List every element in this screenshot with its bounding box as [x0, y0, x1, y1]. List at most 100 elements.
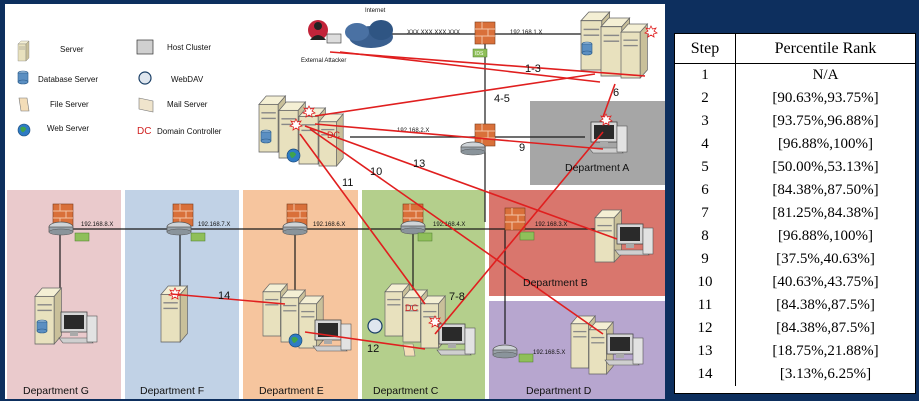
- step-cell: 11: [675, 294, 736, 317]
- table-row: 9 [37.5%,40.63%]: [675, 248, 915, 271]
- department-c-switch-icon: [400, 220, 426, 235]
- step-label-6: 6: [613, 87, 619, 99]
- step-label-14: 14: [218, 290, 230, 302]
- table-row: 14 [3.13%,6.25%]: [675, 363, 915, 386]
- step-label-7-8: 7-8: [449, 291, 465, 303]
- step-cell: 13: [675, 340, 736, 363]
- percentile-rank-table-panel: Step Percentile Rank 1 N/A 2 [90.63%,93.75%…: [674, 33, 916, 394]
- step-cell: 2: [675, 87, 736, 110]
- department-f-subnet: 192.168.7.X: [198, 222, 230, 228]
- percentile-rank-column-header: Percentile Rank: [735, 34, 915, 64]
- percentile-rank-cell: [84.38%,87.5%]: [776, 320, 875, 336]
- step-label-9: 9: [519, 142, 525, 154]
- legend-webdav-label: WebDAV: [171, 75, 204, 84]
- step-label-12: 12: [367, 343, 379, 355]
- percentile-rank-cell: [18.75%,21.88%]: [772, 343, 879, 359]
- step-cell: 14: [675, 363, 736, 386]
- legend-server-label: Server: [60, 45, 84, 54]
- step-cell: 5: [675, 156, 736, 179]
- external-attacker-icon: [308, 20, 342, 44]
- legend-web-server-label: Web Server: [47, 124, 89, 133]
- table-row: 4 [96.88%,100%]: [675, 133, 915, 156]
- percentile-rank-cell: [81.25%,84.38%]: [772, 205, 879, 221]
- department-d-switch-icon: [492, 344, 518, 359]
- step-label-1-3: 1-3: [525, 63, 541, 75]
- department-e-subnet: 192.168.6.X: [313, 222, 345, 228]
- table-row: 10 [40.63%,43.75%]: [675, 271, 915, 294]
- step-cell: 1: [675, 63, 736, 87]
- department-f-switch-icon: [166, 221, 192, 236]
- attack-paths: [170, 51, 646, 350]
- department-e-switch-icon: [282, 221, 308, 236]
- step-cell: 10: [675, 271, 736, 294]
- percentile-rank-table: Step Percentile Rank 1 N/A 2 [90.63%,93.75%…: [675, 34, 915, 386]
- table-row: 13 [18.75%,21.88%]: [675, 340, 915, 363]
- legend-mail-server-label: Mail Server: [167, 100, 208, 109]
- legend-host-cluster-label: Host Cluster: [167, 43, 211, 52]
- percentile-rank-cell: [84.38%,87.50%]: [772, 182, 879, 198]
- step-column-header: Step: [675, 34, 736, 64]
- table-header-row: Step Percentile Rank: [675, 34, 915, 64]
- external-attacker-label: External Attacker: [301, 58, 346, 64]
- mail-server-icon: [138, 97, 154, 113]
- percentile-rank-cell: [50.00%,53.13%]: [772, 159, 879, 175]
- department-g-subnet: 192.168.8.X: [81, 222, 113, 228]
- step-cell: 4: [675, 133, 736, 156]
- step-cell: 9: [675, 248, 736, 271]
- percentile-rank-cell: [93.75%,96.88%]: [772, 113, 879, 129]
- core-subnet-label: 192.168.2.X: [397, 128, 429, 134]
- department-f-name: Department F: [140, 385, 204, 397]
- table-row: 2 [90.63%,93.75%]: [675, 87, 915, 110]
- percentile-rank-cell: [84.38%,87.5%]: [776, 297, 875, 313]
- step-label-4-5: 4-5: [494, 93, 510, 105]
- core-dc-label: DC: [327, 130, 340, 140]
- step-label-10: 10: [370, 166, 382, 178]
- department-g-workstation-icon: [58, 311, 98, 344]
- department-g-switch-icon: [48, 221, 74, 236]
- department-d-workstation-icon: [604, 333, 644, 366]
- legend-database-server-label: Database Server: [38, 75, 98, 84]
- department-b-subnet: 192.168.3.X: [535, 222, 567, 228]
- table-row: 11 [84.38%,87.5%]: [675, 294, 915, 317]
- percentile-rank-cell: [96.88%,100%]: [778, 228, 873, 244]
- department-a-zone: [530, 101, 665, 185]
- legend: [17, 39, 154, 137]
- step-cell: 6: [675, 179, 736, 202]
- step-cell: 7: [675, 202, 736, 225]
- dmz-firewall-icon: [474, 21, 496, 45]
- legend-dc-abbrev: DC: [137, 126, 151, 137]
- table-body: 1 N/A 2 [90.63%,93.75%] 3 [93.75%,96.88%] 4 [96…: [675, 63, 915, 386]
- department-g-name: Department G: [23, 385, 89, 397]
- table-row: 5 [50.00%,53.13%]: [675, 156, 915, 179]
- percentile-rank-cell: [37.5%,40.63%]: [776, 251, 875, 267]
- percentile-rank-cell: N/A: [812, 67, 839, 83]
- department-g-server-icon: [34, 287, 63, 345]
- external-ip-label: XXX.XXX.XXX.XXX: [407, 30, 460, 36]
- dmz-ids-label: IDS: [475, 51, 484, 57]
- department-d-ids-icon: [518, 353, 534, 363]
- department-c-subnet: 192.168.4.X: [433, 222, 465, 228]
- file-server-icon: [18, 97, 30, 112]
- percentile-rank-cell: [96.88%,100%]: [778, 136, 873, 152]
- host-cluster-icon: [136, 39, 154, 55]
- department-a-name: Department A: [565, 162, 629, 174]
- dmz-server-cluster-icon: [580, 11, 658, 79]
- percentile-rank-cell: [3.13%,6.25%]: [779, 366, 872, 382]
- internet-cloud-icon: [345, 20, 393, 48]
- department-b-firewall-icon: [504, 207, 526, 231]
- department-c-ids-icon: [417, 232, 433, 242]
- department-b-ids-icon: [519, 231, 535, 241]
- table-row: 1 N/A: [675, 63, 915, 87]
- table-row: 7 [81.25%,84.38%]: [675, 202, 915, 225]
- percentile-rank-cell: [40.63%,43.75%]: [772, 274, 879, 290]
- legend-domain-controller-label: Domain Controller: [157, 127, 222, 136]
- department-c-name: Department C: [373, 385, 439, 397]
- department-b-workstation-icon: [614, 223, 654, 256]
- table-row: 8[96.88%,100%]: [675, 225, 915, 248]
- table-row: 12 [84.38%,87.5%]: [675, 317, 915, 340]
- legend-labels: Server Database Server File Server Web S…: [38, 43, 222, 137]
- percentile-rank-cell: [90.63%,93.75%]: [772, 90, 879, 106]
- step-cell: 3: [675, 110, 736, 133]
- core-switch-icon: [460, 141, 486, 156]
- step-cell: 12: [675, 317, 736, 340]
